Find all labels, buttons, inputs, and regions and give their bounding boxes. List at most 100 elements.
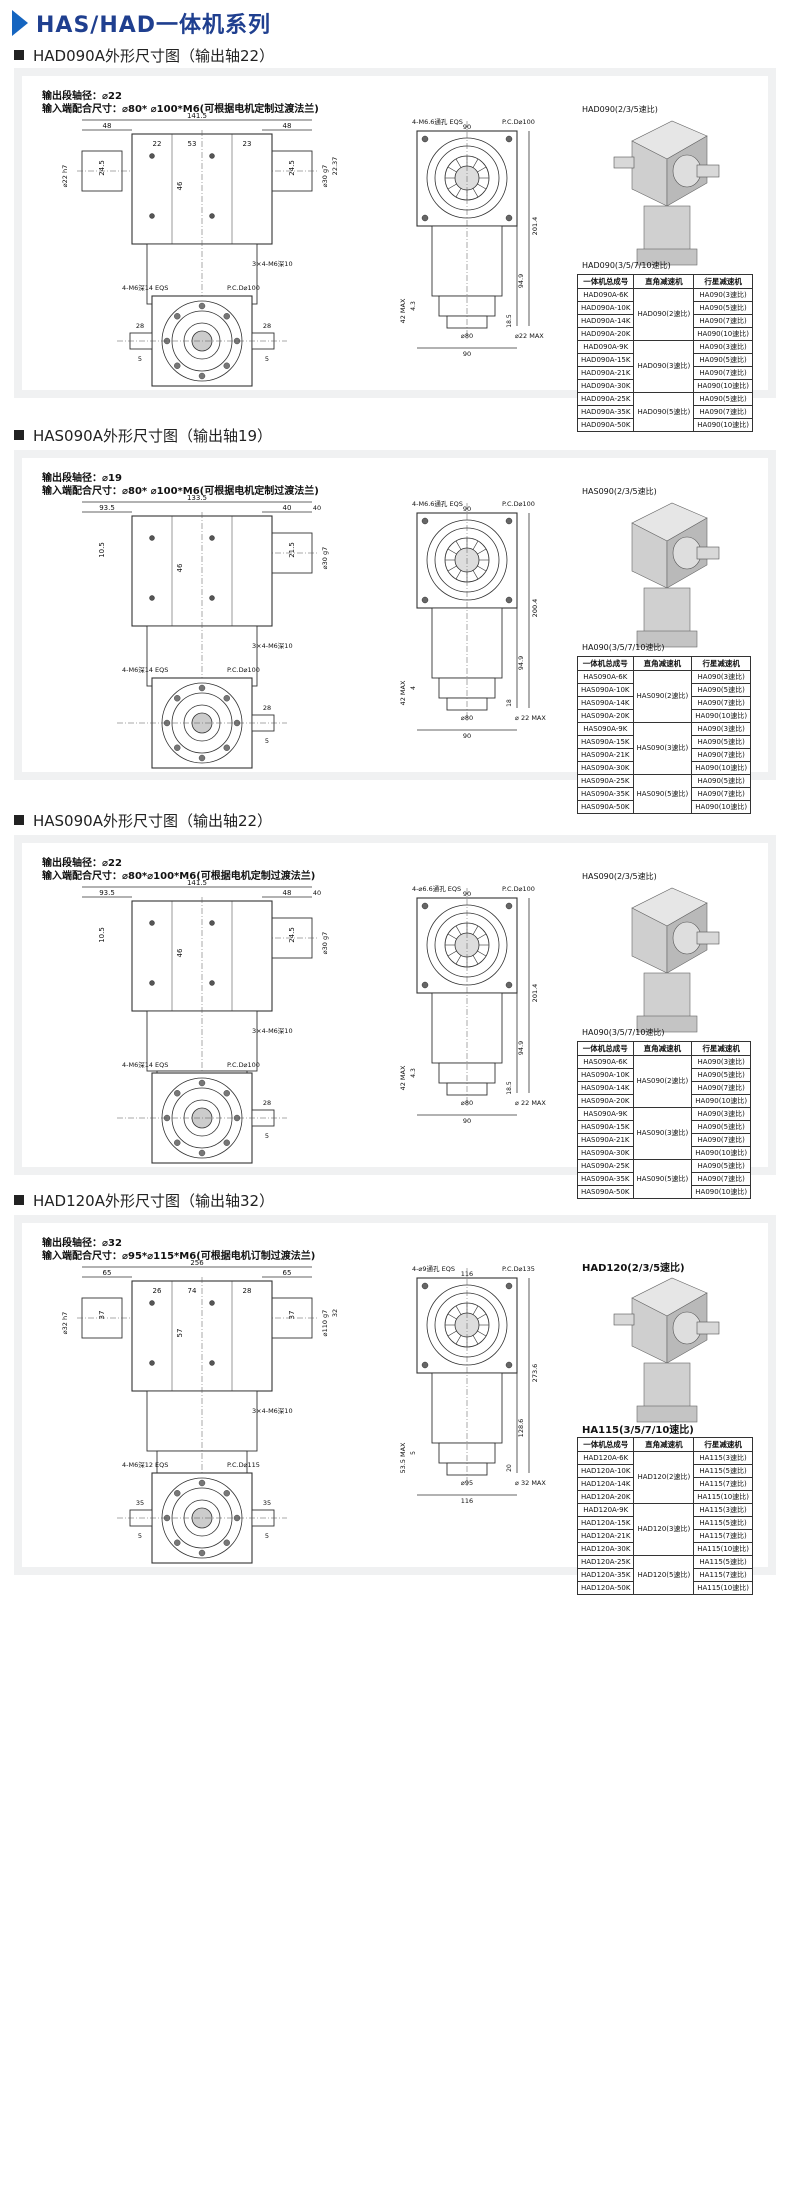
planetary-cell: HA115(10速比) xyxy=(693,1490,753,1504)
assembly-cell: HAS090A-50K xyxy=(577,800,634,814)
planetary-cell: HA090(3速比) xyxy=(691,670,752,684)
page-title: HAS/HAD一体机系列 xyxy=(12,8,271,38)
planetary-cell: HA090(3速比) xyxy=(693,288,753,302)
planetary-cell: HA090(7速比) xyxy=(693,366,753,380)
planetary-cell: HA115(7速比) xyxy=(693,1568,753,1582)
planetary-cell: HA090(10速比) xyxy=(691,1094,752,1108)
planetary-cell: HA115(10速比) xyxy=(693,1542,753,1556)
assembly-cell: HAD120A-30K xyxy=(576,1542,635,1556)
spec-line: 输出段轴径：⌀19 xyxy=(42,473,122,484)
planetary-cell: HA115(10速比) xyxy=(693,1581,753,1595)
assembly-cell: HAS090A-6K xyxy=(577,670,634,684)
dim-22max: ⌀ 32 MAX xyxy=(515,1479,546,1487)
assembly-cell: HAD090A-30K xyxy=(576,379,635,393)
table-header-row: 一体机总成号直角减速机行星减速机 xyxy=(576,1437,753,1452)
assembly-cell: HAS090A-15K xyxy=(577,1120,634,1134)
dim-b5-left: 5 xyxy=(138,355,142,363)
dim-b28: 35 xyxy=(263,1499,271,1507)
dim-18: 18 xyxy=(506,699,513,707)
spec-line: 输出段轴径：⌀32 xyxy=(42,1238,122,1249)
table-header-row: 一体机总成号直角减速机行星减速机 xyxy=(577,1041,752,1056)
planetary-cell: HA090(10速比) xyxy=(691,1185,752,1199)
planetary-cell: HA090(5速比) xyxy=(691,774,752,788)
dim-top-width: 133.5 xyxy=(187,494,207,502)
table-row: HAD120A-30K HA115(10速比) xyxy=(576,1542,753,1556)
spec-line: 输出段轴径：⌀22 xyxy=(42,91,122,102)
assembly-cell: HAS090A-14K xyxy=(577,696,634,710)
dim-42: 42 MAX xyxy=(399,680,407,705)
assembly-cell: HAS090A-50K xyxy=(577,1185,634,1199)
dim-18: 18.5 xyxy=(506,314,513,328)
dim-53: 74 xyxy=(188,1287,197,1295)
spec-line: 输出段轴径：⌀22 xyxy=(42,858,122,869)
dim-top-width: 141.5 xyxy=(187,112,207,120)
right-angle-cell: HAD090(2速比) xyxy=(633,288,695,341)
dim-shaft-a: 10.5 xyxy=(98,927,106,943)
photo-label-top: HAS090(2/3/5速比) xyxy=(582,487,657,496)
assembly-cell: HAD090A-10K xyxy=(576,301,635,315)
planetary-cell: HA090(10速比) xyxy=(691,1146,752,1160)
dim-42: 42 MAX xyxy=(399,298,407,323)
assembly-cell: HAS090A-21K xyxy=(577,748,634,762)
product-photo xyxy=(631,887,720,1033)
dim-b28: 28 xyxy=(263,322,271,330)
title-triangle-icon xyxy=(12,10,28,36)
planetary-cell: HA090(5速比) xyxy=(693,301,753,315)
section-heading: HAD120A外形尺寸图（输出轴32） xyxy=(14,1190,274,1210)
dim-b5: 5 xyxy=(265,355,269,363)
dim-shaft-b: 21.5 xyxy=(288,542,296,558)
planetary-cell: HA090(7速比) xyxy=(693,314,753,328)
dim-4: 5 xyxy=(410,1451,417,1455)
table-header-cell: 直角减速机 xyxy=(633,1437,695,1452)
assembly-cell: HAS090A-35K xyxy=(577,787,634,801)
table-header-row: 一体机总成号直角减速机行星减速机 xyxy=(577,656,752,671)
dim-bot-pcd: P.C.D⌀100 xyxy=(227,284,260,292)
dim-2237: 32 xyxy=(331,1309,339,1317)
section-heading-text: HAD120A外形尺寸图（输出轴32） xyxy=(33,1191,275,1210)
planetary-cell: HA090(10速比) xyxy=(691,800,752,814)
output-shaft xyxy=(696,931,720,945)
dim-g7: ⌀110 g7 xyxy=(321,1310,329,1337)
assembly-cell: HAS090A-20K xyxy=(577,709,634,723)
dim-18: 20 xyxy=(506,1464,513,1472)
dim-g7: ⌀30 g7 xyxy=(321,547,329,570)
dim-g7: ⌀30 g7 xyxy=(321,165,329,188)
photo-label-bottom: HA090(3/5/7/10速比) xyxy=(582,643,665,652)
assembly-cell: HAD090A-21K xyxy=(576,366,635,380)
right-angle-cell: HAD090(5速比) xyxy=(633,392,695,432)
dim-bot-pcd: P.C.D⌀100 xyxy=(227,1061,260,1069)
planetary-body xyxy=(643,972,691,1019)
right-angle-cell: HAS090(2速比) xyxy=(632,1055,693,1108)
assembly-cell: HAS090A-10K xyxy=(577,1068,634,1082)
dim-eqs: 4-⌀9通孔 EQS xyxy=(412,1264,455,1273)
output-shaft-left xyxy=(613,156,635,169)
assembly-cell: HAD120A-25K xyxy=(576,1555,635,1569)
dim-b28-left: 28 xyxy=(136,322,144,330)
input-flange xyxy=(636,630,698,648)
table-header-cell: 直角减速机 xyxy=(632,1041,693,1056)
right-angle-cell: HAS090(2速比) xyxy=(632,670,693,723)
spec-line: 输入端配合尺寸：⌀80*⌀100*M6(可根据电机定制过渡法兰) xyxy=(42,871,316,882)
dim-sq-bot: 116 xyxy=(461,1497,473,1505)
dim-94: 128.6 xyxy=(517,1419,525,1438)
dim-22: 22 xyxy=(153,140,162,148)
